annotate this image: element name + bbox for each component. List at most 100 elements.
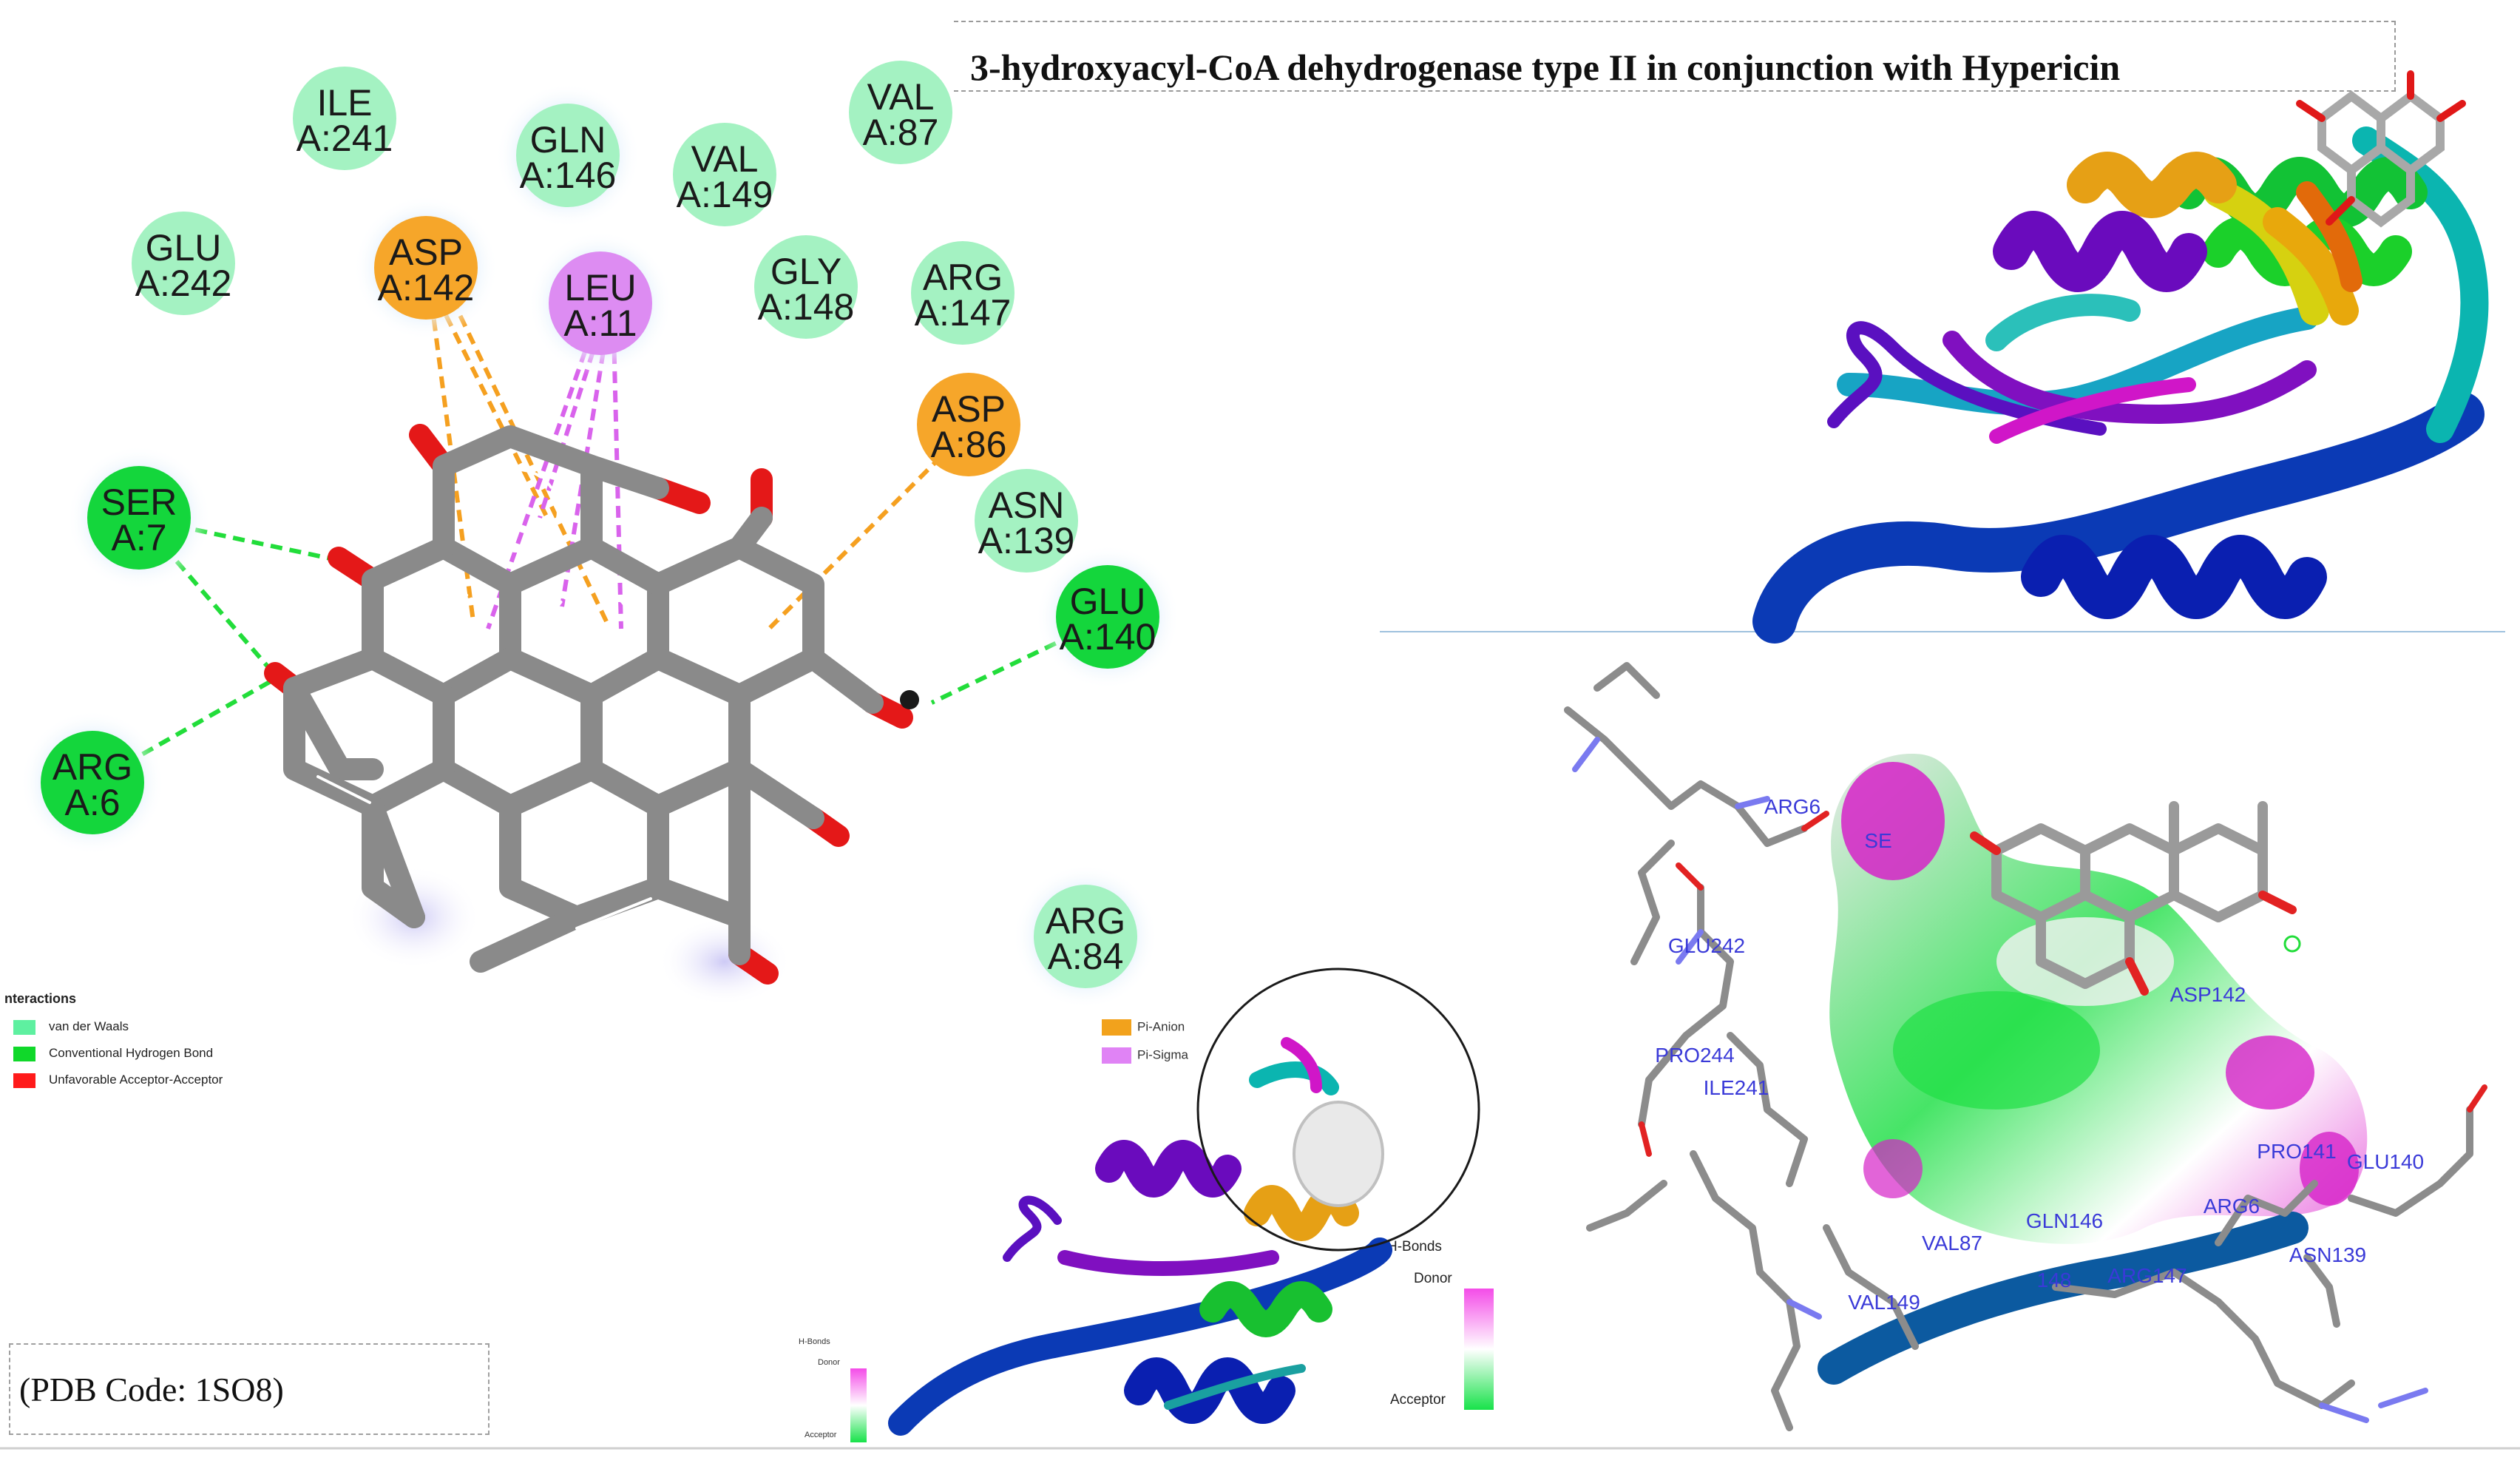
- ligand-skeleton: [264, 424, 919, 985]
- residue-label-3d: ILE241: [1704, 1076, 1769, 1099]
- hbond-large-bar: [1464, 1289, 1494, 1410]
- residue-label-3d: GLN146: [2026, 1209, 2103, 1232]
- legend-item-vdw: van der Waals: [13, 1019, 129, 1037]
- residue-number: A:139: [978, 520, 1075, 561]
- residue-name: ILE: [316, 82, 372, 124]
- legend-swatch-unfavorable: [13, 1073, 35, 1088]
- residue-circle: [132, 212, 235, 315]
- residue-name: LEU: [564, 267, 636, 308]
- residue-label-3d: GLU140: [2347, 1150, 2424, 1173]
- residue-number: A:84: [1048, 936, 1124, 977]
- hbond-ser7-o2: [137, 516, 274, 673]
- legend-label-pi-anion: Pi-Anion: [1137, 1019, 1185, 1034]
- legend-item-pi-anion: Pi-Anion: [1102, 1019, 1185, 1036]
- residue-circle: [917, 373, 1020, 476]
- hbond-small-acceptor: Acceptor: [805, 1431, 837, 1439]
- binding-site-3d: [1564, 662, 2487, 1431]
- legend-swatch-hbond: [13, 1046, 35, 1061]
- residue-number: A:148: [758, 286, 855, 328]
- hbond-legend-donor: Donor: [1414, 1271, 1452, 1286]
- residue-name: ARG: [1046, 900, 1125, 942]
- residue-name: GLU: [146, 227, 222, 269]
- residue-label-3d: ASN139: [2289, 1243, 2366, 1266]
- hbond-ser7-o: [138, 516, 348, 564]
- residue-number: A:140: [1060, 616, 1156, 658]
- residue-name: GLY: [770, 251, 841, 292]
- residue-circle: [849, 61, 952, 164]
- residue-name: GLU: [1070, 581, 1146, 622]
- residue-name: ASP: [389, 232, 463, 273]
- protein-ribbon-top: [1752, 70, 2489, 644]
- legend-item-unfavorable: Unfavorable Acceptor-Acceptor: [13, 1073, 223, 1090]
- residue-name: ARG: [52, 746, 132, 788]
- residue-label-3d: PRO244: [1655, 1044, 1734, 1067]
- residue-circle: [87, 466, 191, 570]
- residue-label-3d: ASP142: [2170, 983, 2246, 1006]
- residue-label-3d: SE: [1864, 829, 1891, 852]
- residue-number: A:149: [677, 174, 773, 215]
- pisigma-leu11-d: [612, 332, 623, 629]
- residue-number: A:242: [135, 263, 232, 304]
- hbond-small-bar: [850, 1368, 867, 1442]
- residue-label-3d: ARG6: [1764, 795, 1820, 818]
- residue-label-3d: GLU242: [1668, 934, 1745, 957]
- residue-number: A:241: [297, 118, 393, 159]
- residue-label-3d: PRO141: [2257, 1140, 2336, 1163]
- residue-name: VAL: [867, 76, 935, 118]
- pdb-code-frame: [9, 1343, 490, 1435]
- figure-title: 3-hydroxyacyl-CoA dehydrogenase type II …: [970, 47, 2121, 88]
- legend-label-unfavorable: Unfavorable Acceptor-Acceptor: [49, 1073, 223, 1087]
- residue-circle: [41, 731, 144, 834]
- residue-label-3d: ARG6: [2204, 1195, 2260, 1218]
- residue-circle: [293, 67, 396, 170]
- legend-swatch-vdw: [13, 1019, 35, 1035]
- residue-name: ASN: [989, 484, 1065, 526]
- residue-circle: [975, 469, 1078, 573]
- title-frame: [954, 21, 2396, 92]
- residue-number: A:11: [563, 303, 637, 344]
- residue-number: A:86: [931, 424, 1007, 465]
- hbond-legend-title: H-Bonds: [1387, 1239, 1442, 1254]
- legend-item-hbond: Conventional Hydrogen Bond: [13, 1046, 213, 1064]
- residue-circle: [549, 251, 652, 355]
- residue-number: A:142: [378, 267, 475, 308]
- residue-number: A:87: [863, 112, 939, 153]
- hydroxyl-hydrogen: [900, 690, 919, 709]
- residue-name: VAL: [691, 138, 759, 180]
- residue-circle: [673, 123, 776, 226]
- legend-label-hbond: Conventional Hydrogen Bond: [49, 1046, 214, 1060]
- protein-ribbon-bottom-small: [888, 967, 1480, 1436]
- ligand-2d-diagram: ILEA:241GLNA:146VALA:149VALA:87GLUA:242A…: [20, 61, 1180, 1009]
- residue-label-3d: 148: [2037, 1269, 2072, 1291]
- residue-label-3d: ARG147: [2107, 1264, 2187, 1287]
- legend-title: nteractions: [4, 991, 77, 1006]
- residue-circle: [1056, 565, 1159, 669]
- residue-name: ASP: [932, 388, 1006, 430]
- legend-item-pi-sigma: Pi-Sigma: [1102, 1047, 1188, 1064]
- hbond-legend-acceptor: Acceptor: [1390, 1392, 1446, 1408]
- residue-label-3d: VAL87: [1922, 1232, 1982, 1254]
- residue-circle: [516, 104, 620, 207]
- residue-circle: [754, 235, 858, 339]
- residue-circle: [911, 241, 1015, 345]
- residue-circle: [1034, 885, 1137, 988]
- shading-methyl-2: [658, 917, 791, 1006]
- zoom-circle: [1196, 967, 1480, 1252]
